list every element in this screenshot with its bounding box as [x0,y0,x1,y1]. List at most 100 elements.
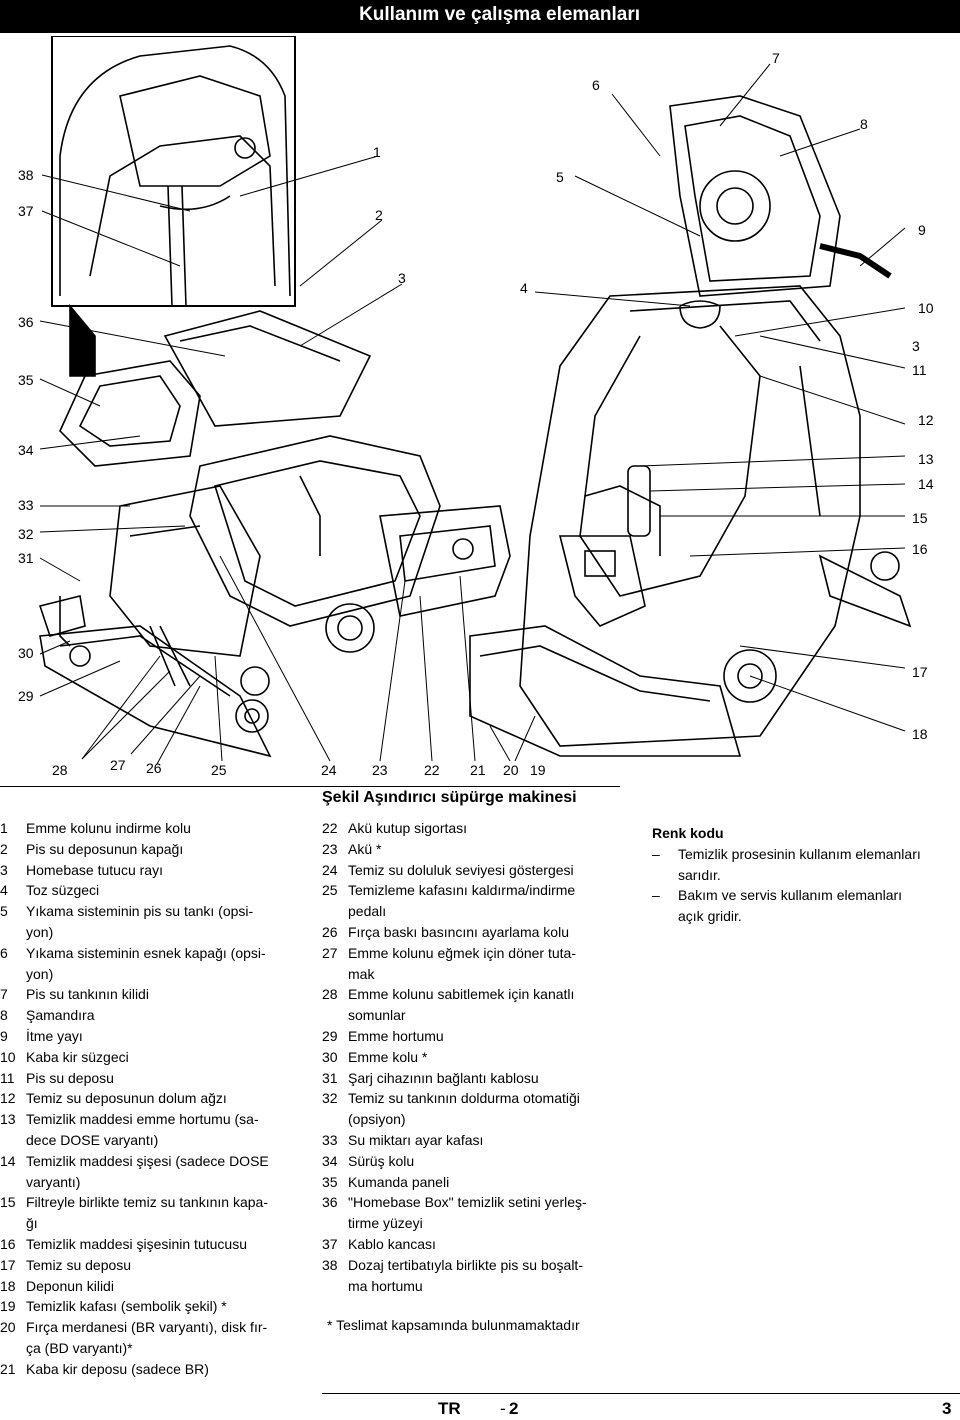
legend-item-number: 13 [0,1111,16,1128]
legend-item-text: Şarj cihazının bağlantı kablosu [348,1068,622,1089]
legend-item-text: Temiz su deposu [26,1255,305,1276]
legend-item: 5 Yıkama sisteminin pis su tankı (opsi-yo… [0,901,305,943]
legend-item-number: 3 [0,861,8,878]
legend-line: Su miktarı ayar kafası [348,1131,484,1148]
legend-item: 11 Pis su deposu [0,1068,305,1089]
legend-item: 31 Şarj cihazının bağlantı kablosu [322,1068,622,1089]
callout-22: 22 [424,762,440,778]
legend-line: Kablo kancası [348,1235,436,1252]
legend-item-number: 11 [0,1069,15,1086]
legend-item-text: Fırça merdanesi (BR varyantı), disk fır-… [26,1317,305,1359]
delivery-note: * Teslimat kapsamında bulunmamaktadır [327,1317,580,1333]
legend-line: Temizlik maddesi emme hortumu (sa- [26,1111,259,1128]
color-code-box: Renk kodu – Temizlik prosesinin kullanım… [652,823,952,927]
callout-28: 28 [52,762,68,778]
legend-item-number: 21 [0,1360,16,1377]
legend-item-number: 26 [322,923,338,940]
callout-13: 13 [918,451,934,467]
legend-item-text: Kumanda paneli [348,1172,622,1193]
legend-item-number: 18 [0,1277,16,1294]
legend-item-number: 33 [322,1131,338,1148]
callout-31: 31 [18,550,34,566]
legend-item-number: 20 [0,1319,16,1336]
callout-14: 14 [918,476,934,492]
legend-item-text: Temiz su doluluk seviyesi göstergesi [348,860,622,881]
legend-item-text: Emme kolu * [348,1047,622,1068]
callout-30: 30 [18,645,34,661]
callout-11: 11 [912,362,927,378]
legend-item: 1 Emme kolunu indirme kolu [0,818,305,839]
legend-item: 37 Kablo kancası [322,1234,622,1255]
legend-item-number: 34 [322,1152,338,1169]
legend-item-number: 12 [0,1090,16,1107]
legend-line: Emme kolunu sabitlemek için kanatlı [348,986,575,1003]
legend-line: somunlar [348,1007,406,1024]
callout-32: 32 [18,526,34,542]
legend-item: 20 Fırça merdanesi (BR varyantı), disk fı… [0,1317,305,1359]
legend-item-text: Yıkama sisteminin pis su tankı (opsi-yon… [26,901,305,943]
legend-line: Yıkama sisteminin pis su tankı (opsi- [26,903,254,920]
legend-item-number: 31 [322,1069,338,1086]
color-code-text: açık gridir. [678,908,742,925]
color-code-text: Bakım ve servis kullanım elemanları [678,887,903,904]
legend-line: Emme kolunu indirme kolu [26,820,191,836]
page-title: Kullanım ve çalışma elemanları [359,4,640,25]
callout-3-right: 3 [912,338,920,354]
legend-item-text: "Homebase Box" temizlik setini yerleş-ti… [348,1192,622,1234]
legend-item-text: Emme kolunu eğmek için döner tuta-mak [348,943,622,985]
legend-item: 24 Temiz su doluluk seviyesi göstergesi [322,860,622,881]
callout-15: 15 [912,510,928,526]
legend-item-number: 30 [322,1048,338,1065]
callout-20: 20 [503,762,519,778]
legend-line: varyantı) [26,1173,81,1190]
figure-caption: Şekil Aşındırıcı süpürge makinesi [322,789,577,806]
legend-item-text: Kablo kancası [348,1234,622,1255]
legend-item-number: 7 [0,986,8,1003]
legend-item: 33 Su miktarı ayar kafası [322,1130,622,1151]
footer-separator: - [500,1399,506,1418]
figure-divider [0,786,620,787]
machine-figure: 38 37 36 35 34 33 32 31 30 29 28 27 26 2… [0,36,960,786]
callout-16: 16 [912,541,928,557]
legend-item-text: Temizlik maddesi emme hortumu (sa-dece D… [26,1109,305,1151]
legend-item-number: 5 [0,903,8,920]
legend-item-text: Akü kutup sigortası [348,818,622,839]
callout-10: 10 [918,300,934,316]
callout-6: 6 [592,77,600,93]
callout-36: 36 [18,314,34,330]
legend-line: Temizlik maddesi şişesi (sadece DOSE [26,1152,269,1169]
legend-item-number: 17 [0,1256,16,1273]
legend-line: Homebase tutucu rayı [26,861,163,878]
legend-item-number: 37 [322,1235,338,1252]
legend-line: yon) [26,923,54,940]
legend-item: 3 Homebase tutucu rayı [0,860,305,881]
header-bar: Kullanım ve çalışma elemanları [0,0,960,33]
legend-line: Temizleme kafasını kaldırma/indirme [348,882,576,899]
callout-5: 5 [556,169,564,185]
legend-item-text: Dozaj tertibatıyla birlikte pis su boşal… [348,1255,622,1297]
callout-27: 27 [110,757,126,773]
legend-line: Pis su deposu [26,1069,114,1086]
legend-item-number: 32 [322,1090,338,1107]
legend-item-number: 6 [0,944,8,961]
legend-line: ma hortumu [348,1277,423,1294]
legend-item-text: Temizlik kafası (sembolik şekil) * [26,1296,305,1317]
legend-item-number: 1 [0,820,8,836]
legend-item-text: Pis su deposunun kapağı [26,839,305,860]
legend-item-number: 24 [322,861,338,878]
page-number: 3 [942,1399,952,1418]
legend-line: Filtreyle birlikte temiz su tankının kap… [26,1194,268,1211]
legend-item-text: Fırça baskı basıncını ayarlama kolu [348,922,622,943]
